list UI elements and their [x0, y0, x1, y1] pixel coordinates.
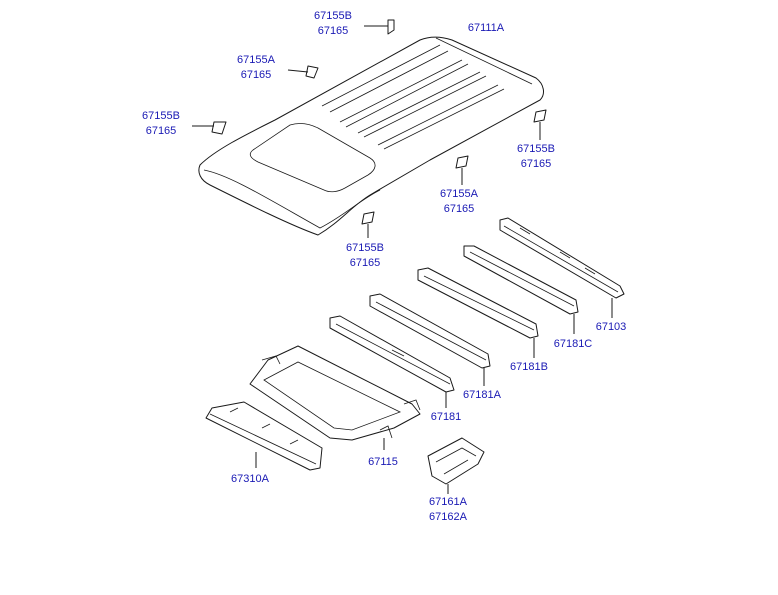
callout-clip-mid: 67155A 67165 [431, 187, 487, 217]
callout-front-header: 67103 [585, 320, 637, 335]
callout-sunroof-frame: 67115 [357, 455, 409, 470]
part-number[interactable]: 67161A [429, 496, 467, 508]
part-number[interactable]: 67115 [368, 456, 398, 468]
part-number[interactable]: 67155A [440, 188, 478, 200]
callout-clip-top: 67155B 67165 [305, 9, 361, 39]
part-number[interactable]: 67165 [443, 203, 475, 215]
part-number[interactable]: 67165 [520, 158, 552, 170]
callout-clip-lower: 67155B 67165 [337, 241, 393, 271]
reinforcement-bracket[interactable] [427, 437, 485, 494]
part-number[interactable]: 67162A [429, 511, 467, 523]
roof-clip-upper-left[interactable] [287, 65, 319, 79]
front-header-rail[interactable] [499, 217, 625, 318]
callout-bow: 67181 [420, 410, 472, 425]
part-number[interactable]: 67111A [467, 22, 505, 34]
part-number[interactable]: 67165 [145, 125, 177, 137]
callout-bow-c: 67181C [545, 337, 601, 352]
part-number[interactable]: 67155B [517, 143, 555, 155]
part-number[interactable]: 67155B [314, 10, 352, 22]
roof-clip-mid[interactable] [455, 155, 469, 185]
part-number[interactable]: 67155B [346, 242, 384, 254]
roof-clip-top[interactable] [364, 19, 395, 35]
rear-header-rail[interactable] [205, 401, 323, 471]
callout-bracket: 67161A 67162A [420, 495, 476, 525]
part-number[interactable]: 67155A [237, 54, 275, 66]
callout-clip-right: 67155B 67165 [508, 142, 564, 172]
part-number[interactable]: 67165 [240, 69, 272, 81]
roof-clip-lower[interactable] [361, 211, 375, 238]
callout-bow-b: 67181B [501, 360, 557, 375]
callout-bow-a: 67181A [454, 388, 510, 403]
callout-roof-panel: 67111A [458, 21, 514, 36]
sunroof-frame[interactable] [249, 345, 421, 450]
part-number[interactable]: 67181A [463, 389, 501, 401]
part-number[interactable]: 67181 [430, 411, 462, 423]
callout-clip-left: 67155B 67165 [133, 109, 189, 139]
roof-bow[interactable] [329, 315, 455, 408]
roof-clip-left[interactable] [192, 121, 227, 135]
roof-panel[interactable] [198, 36, 544, 236]
part-number[interactable]: 67165 [317, 25, 349, 37]
callout-rear-header: 67310A [222, 472, 278, 487]
part-number[interactable]: 67165 [349, 257, 381, 269]
roof-bow-c[interactable] [463, 245, 579, 334]
roof-clip-right[interactable] [533, 109, 547, 140]
part-number[interactable]: 67181B [510, 361, 548, 373]
callout-clip-upper-left: 67155A 67165 [228, 53, 284, 83]
roof-bow-a[interactable] [369, 293, 491, 386]
part-number[interactable]: 67310A [231, 473, 269, 485]
roof-bow-b[interactable] [417, 267, 539, 358]
part-number[interactable]: 67103 [595, 321, 627, 333]
part-number[interactable]: 67155B [142, 110, 180, 122]
part-number[interactable]: 67181C [553, 338, 593, 350]
